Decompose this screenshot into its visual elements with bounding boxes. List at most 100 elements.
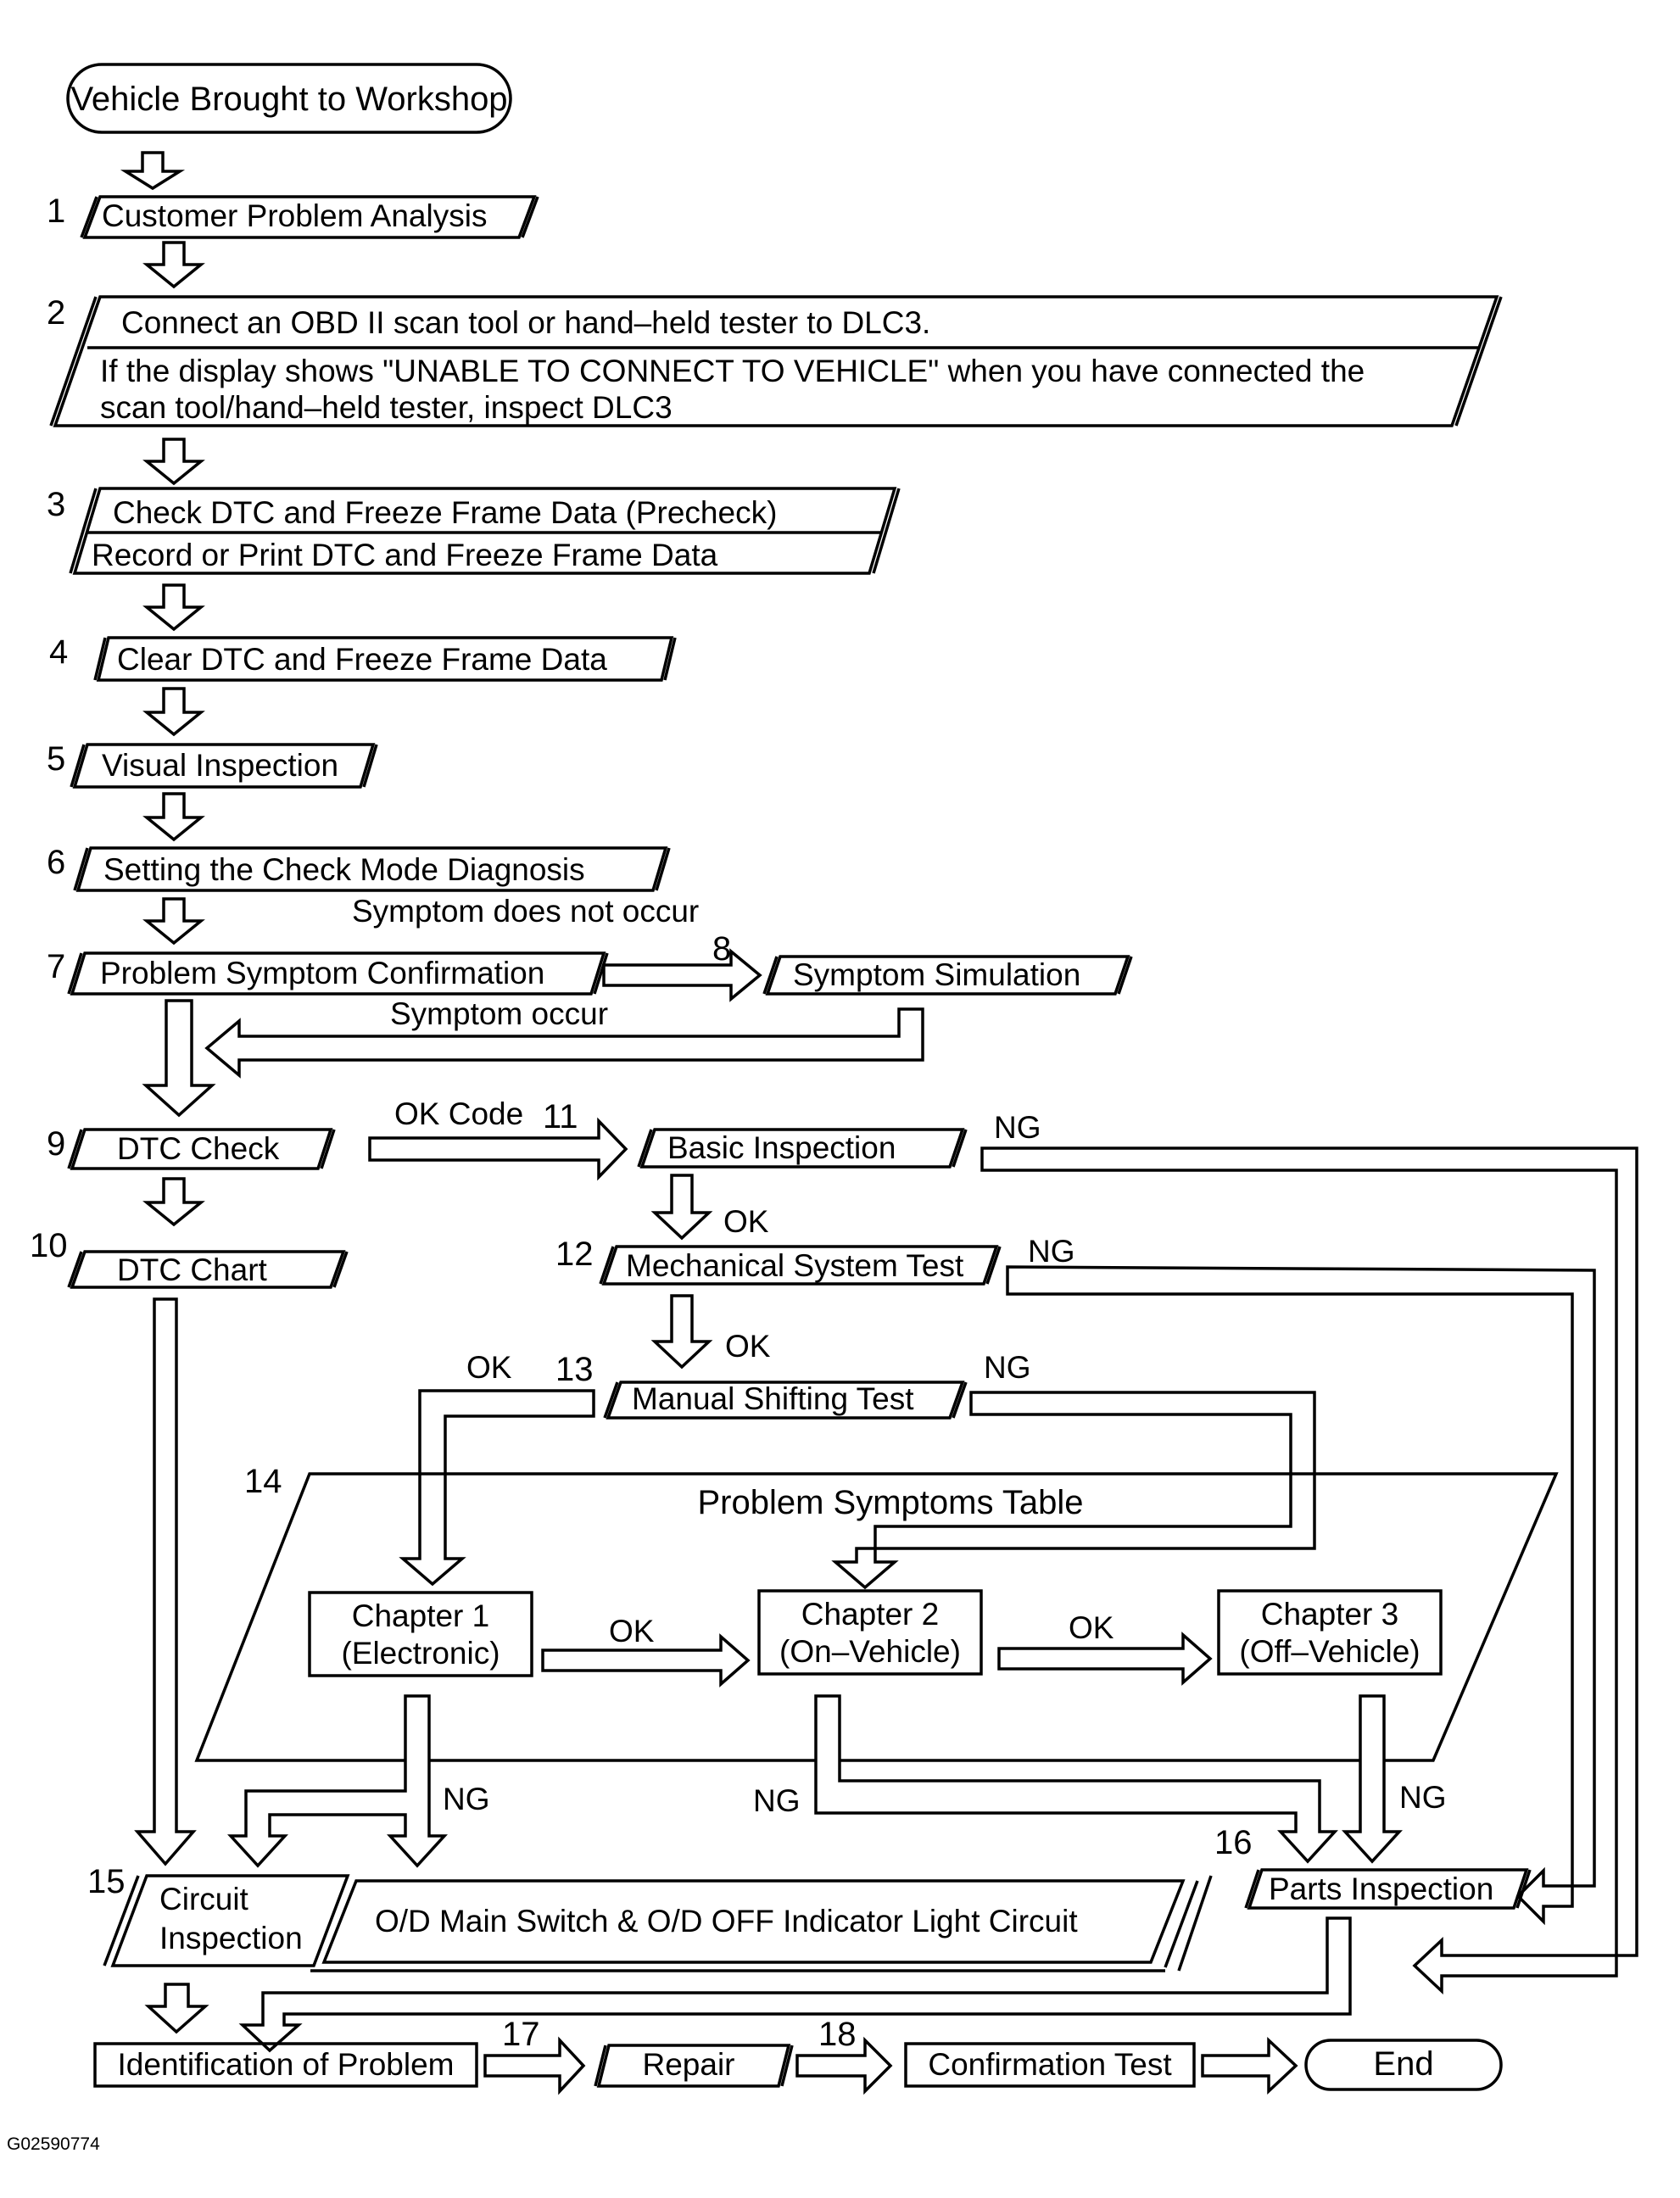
- symptom-occur-label: Symptom occur: [390, 996, 608, 1031]
- step8-label: Symptom Simulation: [793, 957, 1080, 992]
- ok-label: OK: [725, 1329, 771, 1364]
- step2-box: [53, 295, 1499, 427]
- box-edge: [663, 637, 677, 681]
- ng-label: NG: [1028, 1234, 1075, 1269]
- box-edge: [1454, 296, 1503, 427]
- step-number: 2: [47, 294, 65, 332]
- box-edge: [93, 637, 107, 681]
- flow-arrow: [120, 151, 186, 191]
- box-edge: [872, 488, 901, 574]
- box-edge: [594, 2045, 607, 2087]
- ng-label: NG: [443, 1782, 490, 1816]
- step16-label: Parts Inspection: [1269, 1872, 1493, 1906]
- box-edge: [637, 1129, 653, 1168]
- chapter3-line1: Chapter 3: [1261, 1597, 1399, 1632]
- chapter1-box: [308, 1591, 533, 1677]
- step-number: 15: [87, 1863, 126, 1900]
- step-number: 1: [47, 192, 65, 230]
- box-edge: [952, 1381, 968, 1419]
- step9-box: [70, 1128, 333, 1170]
- box-edge: [599, 1246, 615, 1285]
- box-edge: [1117, 956, 1133, 995]
- step7-box: [70, 951, 606, 996]
- confirmation-test-box: [904, 2042, 1196, 2088]
- step1-box: [82, 195, 537, 239]
- flow-arrow: [142, 1177, 205, 1227]
- step-number: 12: [555, 1236, 594, 1273]
- flow-arrow: [483, 2036, 586, 2095]
- flow-arrow: [204, 1007, 924, 1079]
- step15-circuit-box: [110, 1874, 350, 1967]
- box-edge: [70, 744, 86, 788]
- box-edge: [67, 952, 83, 995]
- step13-label: Manual Shifting Test: [632, 1381, 914, 1416]
- confirmation-test-label: Confirmation Test: [928, 2047, 1172, 2082]
- step13-box: [606, 1381, 965, 1420]
- flow-arrow: [144, 1983, 209, 2034]
- problem-symptoms-table: [194, 1472, 1559, 1762]
- flow-arrow: [997, 1632, 1213, 1686]
- box-edge: [332, 1251, 349, 1288]
- start-terminal: [66, 63, 512, 134]
- flow-arrow: [142, 999, 216, 1118]
- chapter3-box: [1217, 1589, 1443, 1676]
- end-label: End: [1373, 2045, 1433, 2083]
- box-edge: [985, 1246, 1002, 1285]
- flow-arrow: [399, 1389, 595, 1587]
- flow-arrow: [1006, 1265, 1596, 1926]
- step-number: 9: [47, 1125, 65, 1163]
- box-edge: [320, 1129, 336, 1169]
- step-number: 18: [818, 2016, 857, 2053]
- step16-box: [1247, 1868, 1529, 1910]
- flow-arrow: [134, 1297, 197, 1866]
- box-edge: [521, 196, 539, 238]
- flow-arrow: [227, 1694, 448, 1868]
- step-number: 10: [30, 1227, 68, 1264]
- step3-line1: Check DTC and Freeze Frame Data (Prechec…: [113, 495, 777, 530]
- step2-line1: Connect an OBD II scan tool or hand–held…: [121, 305, 930, 340]
- flow-arrow: [602, 948, 762, 1002]
- ok-label: OK: [466, 1350, 512, 1385]
- flow-arrow: [142, 241, 205, 289]
- step5-box: [72, 743, 376, 789]
- flow-arrow: [1342, 1694, 1403, 1864]
- step-number: 11: [543, 1098, 578, 1135]
- box-edge: [67, 1129, 83, 1169]
- flow-arrow: [368, 1117, 628, 1181]
- ng-label: NG: [984, 1350, 1031, 1385]
- repair-label: Repair: [643, 2047, 735, 2082]
- step-number: 4: [49, 633, 68, 671]
- flow-arrow: [795, 2036, 893, 2095]
- step9-label: DTC Check: [117, 1131, 280, 1166]
- step-number: 3: [47, 486, 65, 523]
- flow-arrow: [238, 1916, 1352, 2053]
- box-edge: [49, 296, 98, 427]
- step-number: 17: [502, 2016, 540, 2053]
- step11-box: [639, 1128, 965, 1169]
- flow-arrow: [814, 1694, 1338, 1864]
- ok-label: OK: [1069, 1610, 1114, 1645]
- chapter1-line1: Chapter 1: [352, 1598, 490, 1633]
- ok-label: OK: [609, 1614, 655, 1648]
- box-edge: [1164, 1880, 1199, 1968]
- flow-arrow: [142, 687, 205, 737]
- flow-arrow: [142, 583, 205, 632]
- box-edge: [1515, 1869, 1532, 1909]
- step6-box: [75, 846, 668, 892]
- step10-label: DTC Chart: [117, 1252, 268, 1287]
- box-edge: [780, 2045, 794, 2087]
- circuit-name-label: O/D Main Switch & O/D OFF Indicator Ligh…: [375, 1904, 1078, 1939]
- chapter2-line1: Chapter 2: [801, 1597, 940, 1632]
- flow-arrow: [142, 792, 205, 842]
- ok-code-label: OK Code: [394, 1096, 523, 1131]
- figure-id: G02590774: [7, 2134, 100, 2154]
- step5-label: Visual Inspection: [102, 748, 338, 783]
- box-edge: [1177, 1875, 1213, 1972]
- chapter2-box: [757, 1589, 983, 1676]
- end-terminal: [1304, 2039, 1503, 2091]
- flow-arrow: [1201, 2036, 1298, 2095]
- step1-label: Customer Problem Analysis: [102, 198, 487, 233]
- problem-symptoms-title: Problem Symptoms Table: [698, 1484, 1084, 1521]
- box-edge: [69, 488, 98, 574]
- box-edge: [73, 847, 89, 891]
